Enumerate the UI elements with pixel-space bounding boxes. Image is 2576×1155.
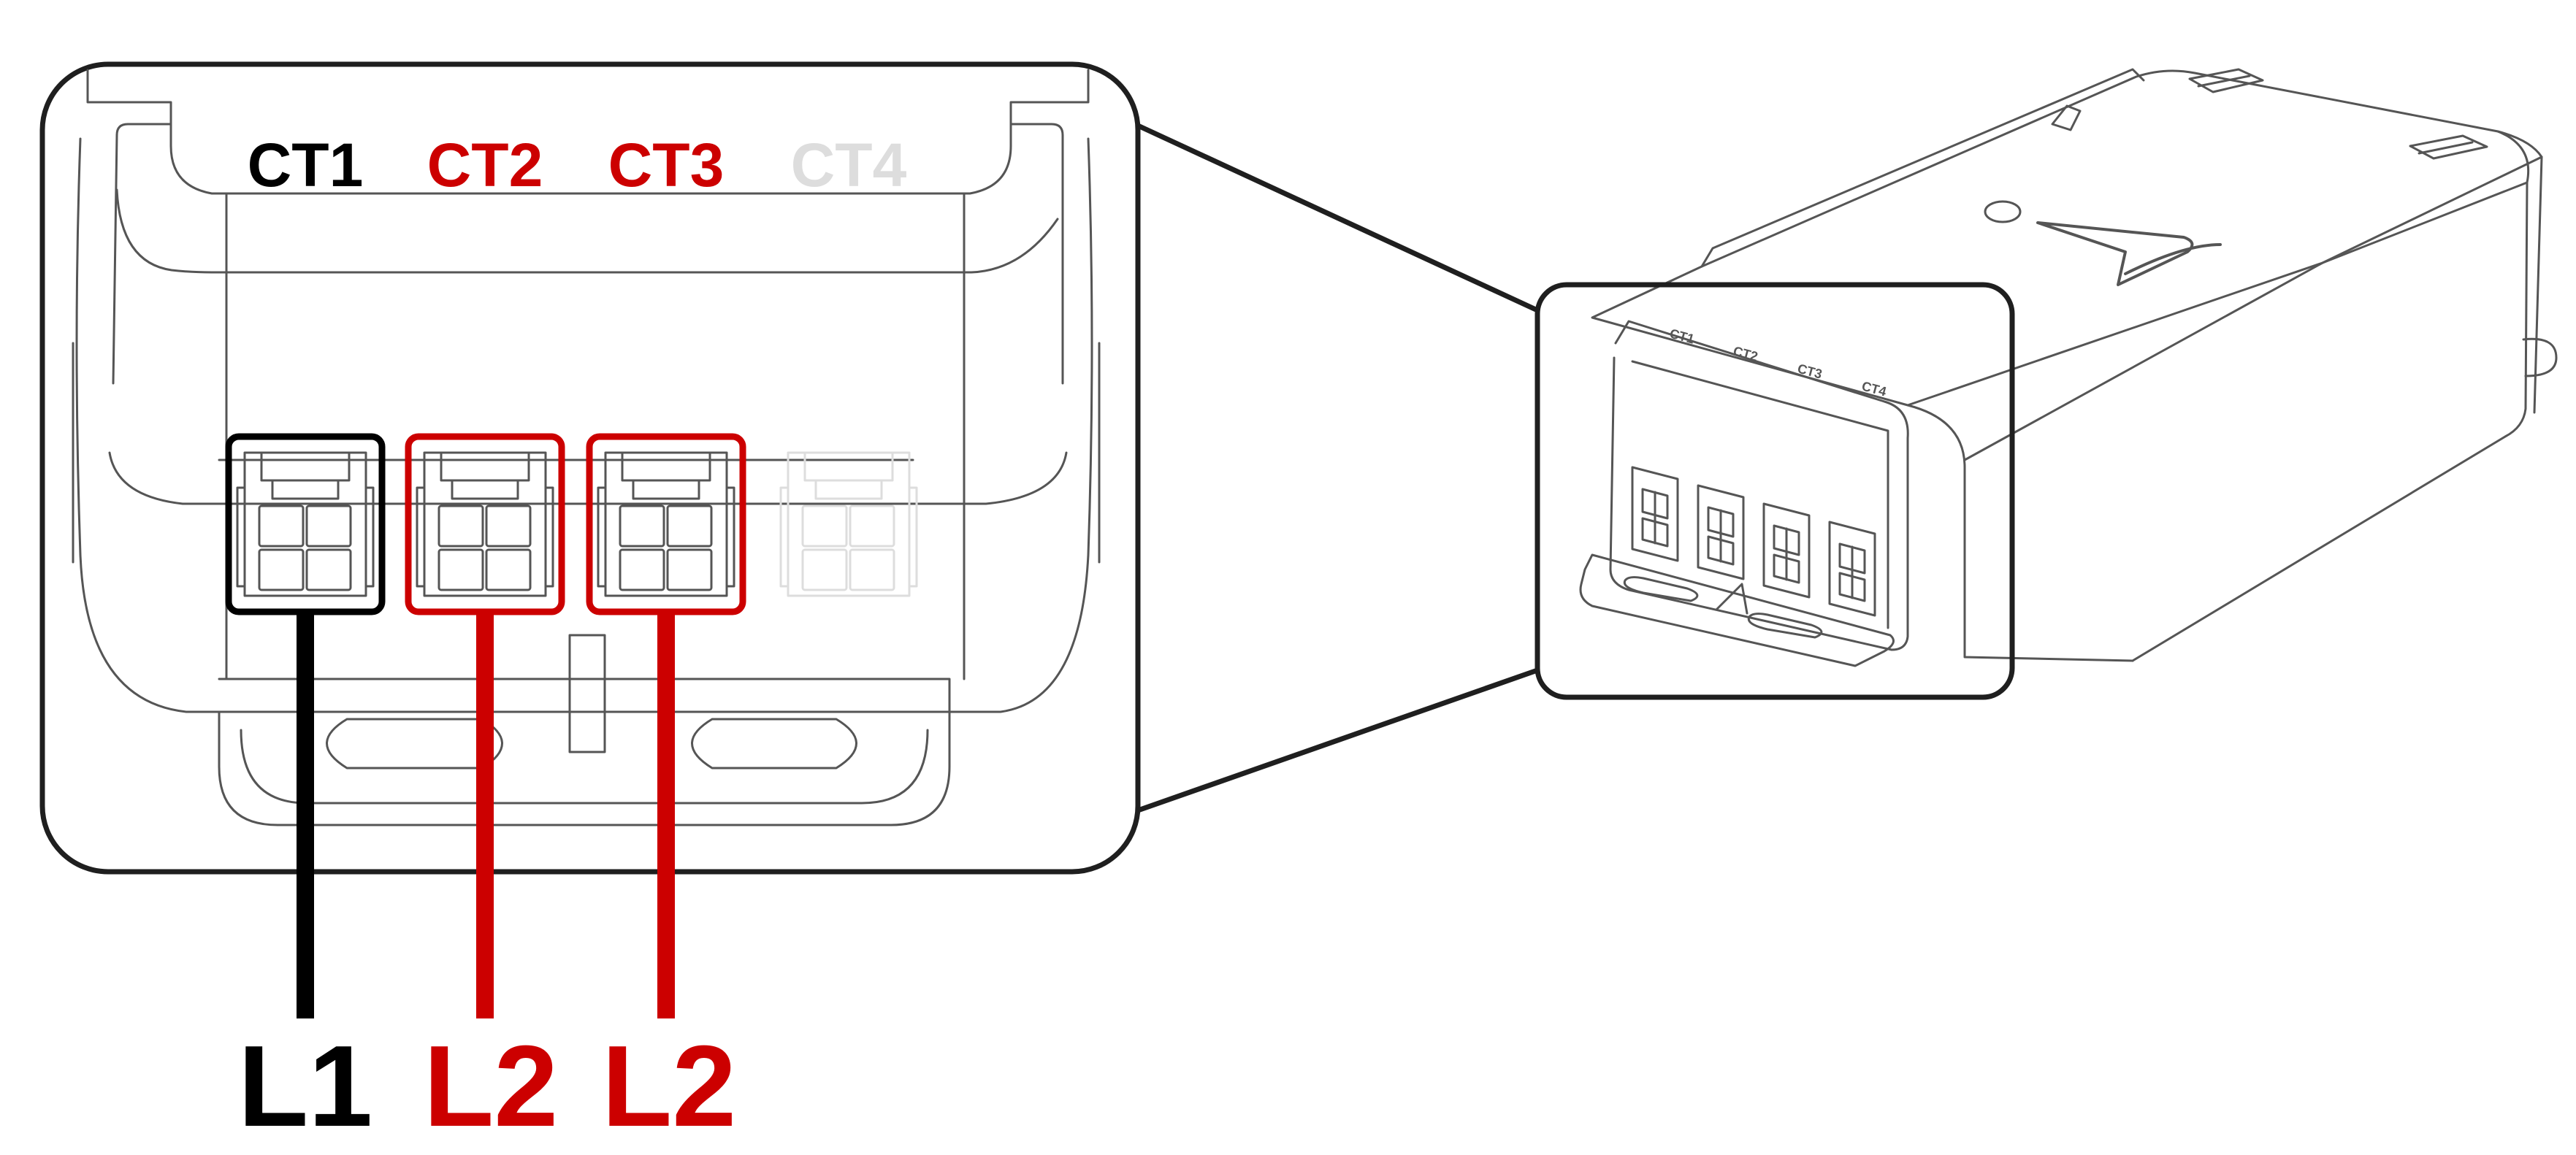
ct4-side-clips [779, 486, 918, 588]
l2-label-ct2: L2 [424, 1022, 558, 1151]
device-top-port-1 [2188, 68, 2264, 93]
ct2-side-clips [416, 486, 554, 588]
device-isometric-view [1591, 68, 2558, 662]
housing-upper-curve [112, 134, 1059, 385]
ct1-housing [243, 451, 367, 597]
ct1-highlight-box [225, 433, 386, 615]
device-end-tab [2522, 337, 2558, 377]
ct2-connector [405, 433, 565, 615]
ct1-label: CT1 [248, 131, 364, 199]
device-port-group [1631, 466, 1876, 617]
center-tab [568, 634, 606, 753]
led-indicator-icon [1984, 200, 2022, 223]
housing-top-rim [86, 69, 1090, 195]
ct4-connector [779, 451, 918, 597]
ct3-highlight-box [586, 433, 746, 615]
ct4-pin-4 [849, 548, 895, 591]
mounting-slot-left [326, 718, 503, 770]
device-callout: CT1 CT2 CT3 CT4 [1534, 282, 2015, 700]
tesla-logo-icon [2036, 221, 2222, 286]
device-top-port-2 [2409, 134, 2488, 160]
ct1-latch [260, 453, 351, 500]
ct1-pin-3 [258, 548, 305, 591]
ct2-latch [440, 453, 530, 500]
ct2-pin-3 [437, 548, 484, 591]
mounting-slot-right [691, 718, 857, 770]
line-label-group: L1 L2 L2 [238, 1022, 736, 1151]
device-port-4 [1828, 521, 1876, 617]
device-front-side-top [1906, 404, 2134, 662]
ct3-connector [586, 433, 746, 615]
ct3-latch [621, 453, 711, 500]
device-callout-frame [1534, 282, 2015, 700]
device-end-face [1609, 320, 1909, 651]
device-top-face [1591, 69, 2543, 407]
ct4-pin-2 [849, 504, 895, 548]
housing-front-face [75, 137, 1093, 713]
ct2-highlight-box [405, 433, 565, 615]
device-port-label-ct3: CT3 [1796, 361, 1824, 382]
wire-group [297, 615, 675, 1018]
zoom-line-bottom [1136, 667, 1539, 813]
ct1-pin-4 [305, 548, 352, 591]
device-end-face-inner [1631, 360, 1889, 629]
device-port-3 [1762, 502, 1811, 599]
device-right-side [2533, 156, 2543, 414]
ct2-pin-1 [437, 504, 484, 548]
housing-upper-shell [115, 123, 1064, 385]
ct4-pin-3 [801, 548, 848, 591]
ct3-label: CT3 [608, 131, 725, 199]
ct3-pin-2 [666, 504, 713, 548]
ct3-housing [604, 451, 728, 597]
mounting-foot-lip [218, 678, 951, 713]
ct1-side-clips [236, 486, 375, 588]
zoom-callout-frame [39, 61, 1141, 875]
device-right-end [2131, 130, 2530, 662]
ct1-connector [225, 433, 386, 615]
ct3-pin-1 [619, 504, 665, 548]
connector-group [225, 433, 918, 615]
device-foot-tab [1715, 583, 1748, 615]
ct2-pin-4 [485, 548, 532, 591]
device-top-ridge [1700, 68, 2145, 268]
device-port-label-group: CT1 CT2 CT3 CT4 [1668, 326, 1888, 399]
housing-face-shelf [108, 451, 1068, 505]
mounting-foot [218, 710, 951, 826]
ct2-pin-2 [485, 504, 532, 548]
device-side-edge [1963, 181, 2529, 461]
ct2-housing [423, 451, 547, 597]
ct-label-group: CT1 CT2 CT3 CT4 [248, 131, 907, 199]
device-top-tab [2051, 104, 2082, 131]
ct3-side-clips [597, 486, 735, 588]
ct4-latch [803, 453, 894, 500]
device-port-label-ct2: CT2 [1732, 344, 1759, 364]
ct4-housing [787, 451, 911, 597]
device-port-1 [1631, 466, 1679, 562]
device-port-label-ct1: CT1 [1668, 326, 1696, 347]
zoom-line-top [1136, 123, 1539, 313]
ct3-pin-3 [619, 548, 665, 591]
device-port-2 [1697, 484, 1745, 580]
ct4-label: CT4 [791, 131, 907, 199]
device-foot-slot-left [1623, 576, 1699, 602]
ct3-pin-4 [666, 548, 713, 591]
ct1-pin-1 [258, 504, 305, 548]
ct4-pin-1 [801, 504, 848, 548]
mounting-foot-inner [240, 729, 929, 805]
device-foot-slot-right [1747, 613, 1823, 639]
ct1-pin-2 [305, 504, 352, 548]
ct2-label: CT2 [427, 131, 543, 199]
l2-label-ct3: L2 [602, 1022, 736, 1151]
l1-label: L1 [238, 1022, 372, 1151]
device-mounting-foot [1579, 553, 1895, 667]
